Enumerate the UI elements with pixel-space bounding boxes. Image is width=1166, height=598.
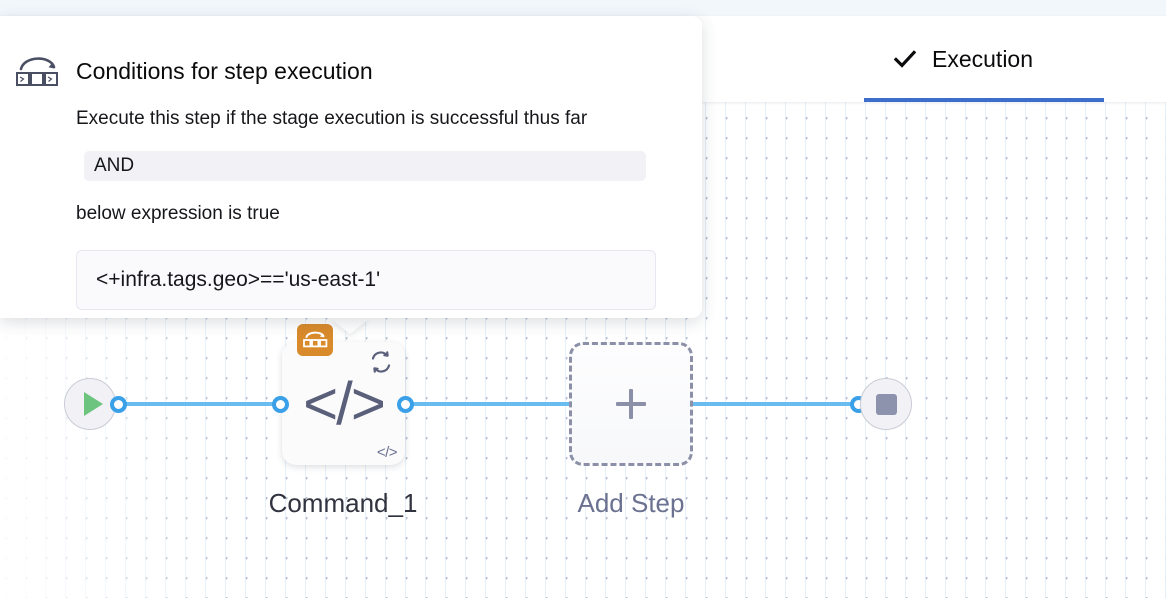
top-strip <box>0 0 1166 16</box>
code-mini-icon: </> <box>376 444 398 461</box>
tooltip-pointer <box>330 318 370 334</box>
condition-expression-field: <+infra.tags.geo>=='us-east-1' <box>76 250 656 310</box>
play-icon <box>83 392 103 416</box>
tooltip-title: Conditions for step execution <box>76 58 373 84</box>
tab-execution-label: Execution <box>932 45 1034 72</box>
tooltip-description-line-1: Execute this step if the stage execution… <box>76 108 588 129</box>
condition-operator-field: AND <box>84 151 646 181</box>
port-step-output[interactable] <box>397 396 414 413</box>
code-icon: </> <box>303 369 386 437</box>
add-step-label: Add Step <box>577 488 685 518</box>
add-step-button[interactable] <box>569 342 693 466</box>
shell-script-icon <box>14 52 60 94</box>
step-node-command-1[interactable]: </> </> <box>282 324 405 465</box>
start-node[interactable] <box>64 378 116 430</box>
tab-execution[interactable]: Execution <box>864 16 1104 102</box>
retry-loop-icon <box>366 347 396 377</box>
connector-start-to-step <box>104 402 304 406</box>
shell-script-icon <box>303 331 328 348</box>
tooltip-description-line-2: below expression is true <box>76 203 280 224</box>
step-node-label: Command_1 <box>268 488 418 518</box>
conditions-tooltip: Conditions for step execution Execute th… <box>0 16 702 318</box>
stop-icon <box>875 393 897 415</box>
plus-icon <box>616 389 646 419</box>
condition-badge[interactable] <box>297 324 333 356</box>
port-step-input[interactable] <box>272 396 289 413</box>
port-start-output[interactable] <box>110 396 127 413</box>
check-icon <box>892 46 918 72</box>
end-node[interactable] <box>860 378 912 430</box>
